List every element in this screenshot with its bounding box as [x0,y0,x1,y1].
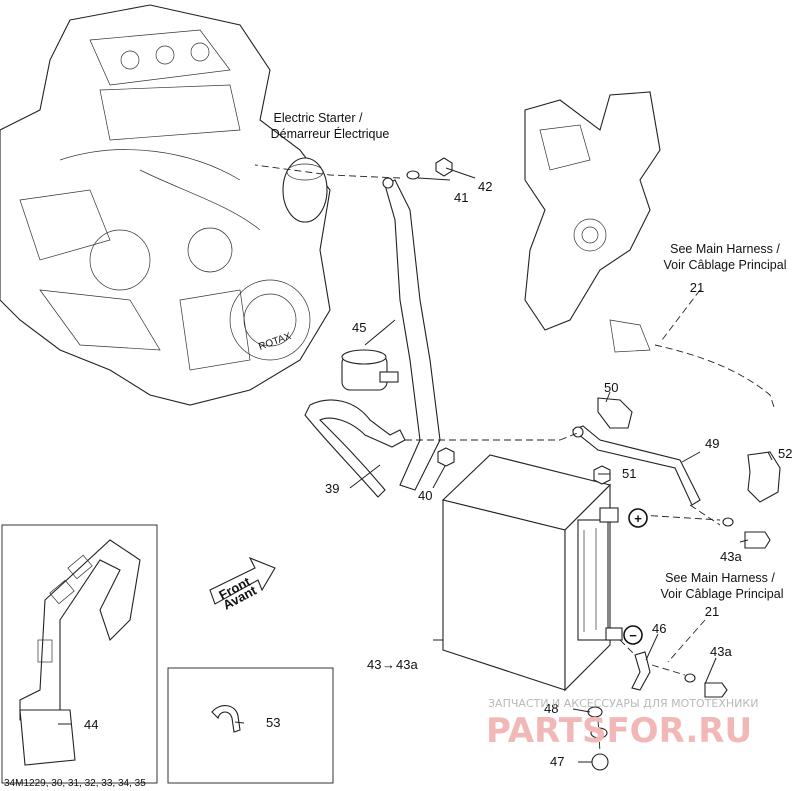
minus-symbol: − [623,625,643,645]
plus-symbol: + [628,508,648,528]
starter-callout-fr: Démarreur Électrique [271,126,390,141]
nut-40 [437,447,455,467]
solenoid-45 [341,319,399,391]
part-49: 49 [705,436,719,451]
harness-bot-fr: Voir Câblage Principal [661,587,784,601]
part-51: 51 [622,466,636,481]
part-40: 40 [418,488,432,503]
part-48: 48 [544,701,558,716]
part-43a-bottom: 43a [710,644,732,659]
leader-lines [58,167,773,763]
harness-bot-en: See Main Harness / [665,571,775,585]
cable-49 [559,397,721,526]
harness-top-num: 21 [690,280,704,295]
part-45: 45 [352,320,366,335]
harness-bot-num: 21 [705,604,719,619]
part-44: 44 [84,717,98,732]
part-52: 52 [778,446,792,461]
harness-top-fr: Voir Câblage Principal [664,258,787,272]
part-43-arrow: → [382,657,395,672]
part-43a-main: 43a [396,657,418,672]
part-42: 42 [478,179,492,194]
watermark-tagline: ЗАПЧАСТИ И АКСЕССУАРЫ ДЛЯ МОТОТЕХНИКИ [488,697,758,710]
part-47: 47 [550,754,564,769]
nut-51 [593,465,611,485]
svg-text:−: − [629,628,637,643]
battery-strap-44 [19,539,141,766]
bolt-43a-bottom [684,673,728,698]
engine-mount-bracket [524,91,661,353]
svg-text:+: + [634,511,642,526]
part-43a-top: 43a [720,549,742,564]
harness-connector-top [654,289,776,411]
inset-box-clip [167,667,334,784]
inset-box-strap [1,524,158,784]
drawing-code: 34M1229, 30, 31, 32, 33, 34, 35 [4,778,146,789]
battery-43 [441,454,623,692]
cable-46 [619,639,686,691]
part-53: 53 [266,715,280,730]
harness-top-en: See Main Harness / [670,242,780,256]
clip-53 [211,705,241,733]
part-41: 41 [454,190,468,205]
engine-illustration: ROTAX [0,4,331,406]
part-39: 39 [325,481,339,496]
part-43: 43 [367,657,381,672]
watermark-brand: PARTSFOR.RU [486,711,752,751]
starter-callout-en: Electric Starter / [274,111,363,125]
bolt-43a-top [639,514,771,549]
front-arrow: Front Avant [209,556,276,613]
part-46: 46 [652,621,666,636]
terminal-cover-52 [747,451,781,503]
starter-cable [254,157,453,491]
part-50: 50 [604,380,618,395]
cable-39 [304,399,560,498]
